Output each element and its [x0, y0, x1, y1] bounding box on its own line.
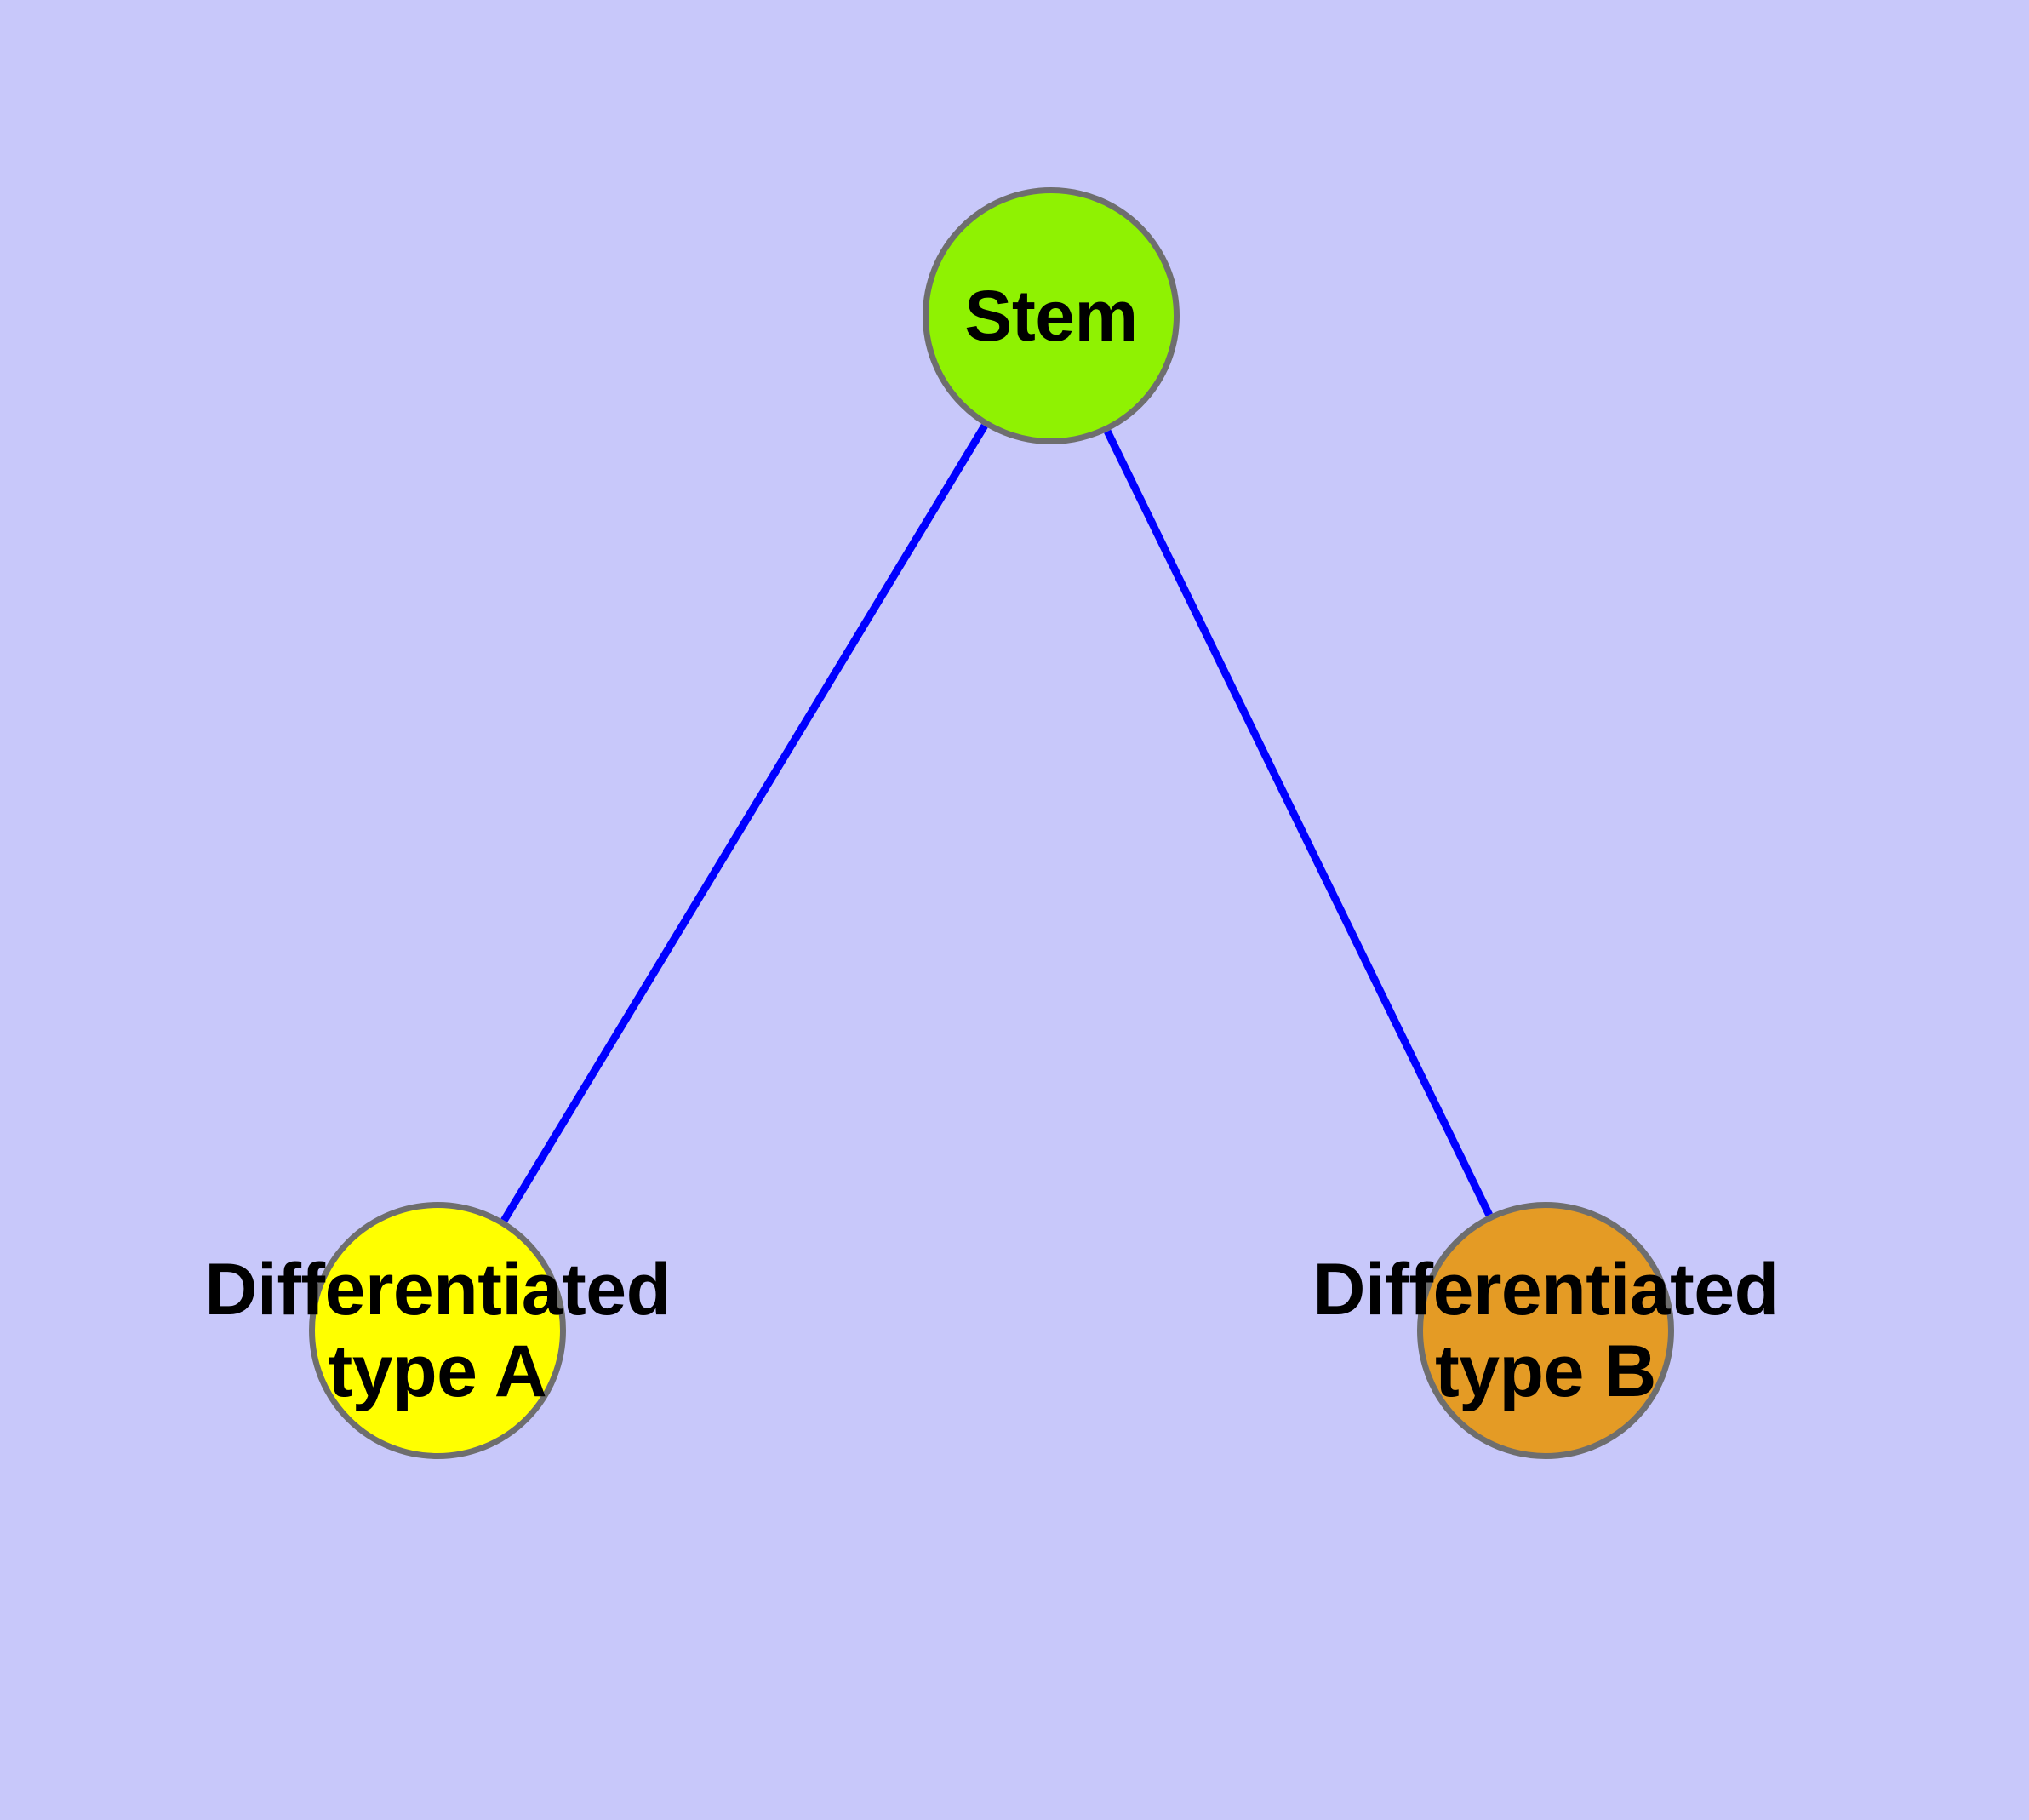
node-differentiated-type-b[interactable] [1417, 1202, 1674, 1459]
edge-stem-to-differentiated-type-a [500, 423, 988, 1223]
node-differentiated-type-a[interactable] [309, 1202, 566, 1459]
node-stem[interactable] [923, 187, 1180, 444]
edge-stem-to-differentiated-type-b [1104, 429, 1493, 1217]
